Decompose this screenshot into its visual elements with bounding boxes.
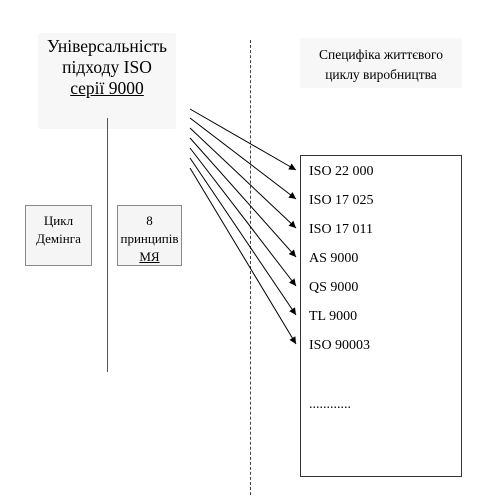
standard-item: ISO 17 025 [309,193,374,208]
principles-box-line-2: МЯ [139,249,160,264]
vertical-divider-line [107,118,108,372]
arrow [189,108,297,171]
standard-item: AS 9000 [309,251,359,266]
standards-list-box: ISO 22 000 ISO 17 025 ISO 17 011 AS 9000… [300,155,462,477]
arrow [189,147,297,287]
standard-item: ISO 22 000 [309,164,374,179]
arrow [189,137,297,258]
standard-item: ISO 90003 [309,338,371,353]
standard-item: QS 9000 [309,280,359,295]
right-title-line-2: циклу виробництва [325,67,437,82]
right-title-background [300,38,462,88]
arrow [189,117,297,200]
left-title-line-1: Універсальність [47,36,167,56]
production-lifecycle-title: Специфіка життєвого циклу виробництва [300,45,462,85]
left-title-line-2: підходу ISO [62,57,152,77]
standard-item: ISO 17 011 [309,222,374,237]
right-title-line-1: Специфіка життєвого [318,47,444,62]
ellipsis-item: ............ [309,397,351,412]
left-title-background [38,33,176,129]
iso-universality-title: Універсальність підходу ISO серії 9000 [38,36,176,99]
deming-box-line-1: Цикл [43,213,74,228]
deming-cycle-box: Цикл Демінга [25,205,92,266]
arrow [189,127,297,229]
left-title-line-3: серії 9000 [70,78,144,98]
deming-box-line-2: Демінга [36,231,81,246]
principles-box-line-1: 8 принципів [120,213,179,246]
standard-item: TL 9000 [309,309,358,324]
arrow [189,167,297,345]
eight-principles-box: 8 принципів МЯ [117,205,182,266]
arrow [189,157,297,316]
